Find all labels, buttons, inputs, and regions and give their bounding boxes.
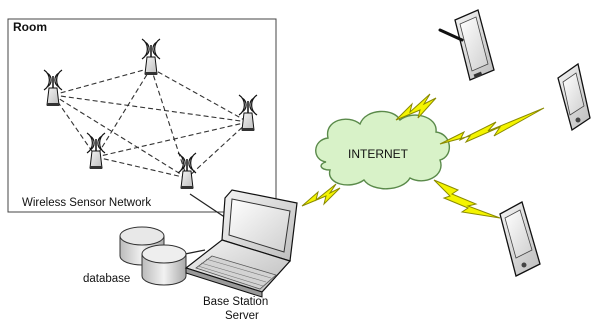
database-label: database — [83, 273, 130, 285]
network-label: Wireless Sensor Network — [22, 197, 151, 209]
cloud-icon — [315, 110, 450, 190]
pda-icon — [557, 62, 591, 132]
lightning-icon — [433, 179, 501, 219]
room-label: Room — [13, 20, 47, 34]
lightning-icon — [301, 183, 341, 207]
room-boundary — [7, 18, 277, 213]
tablet-icon — [438, 9, 495, 81]
server-label-line2: Server — [225, 310, 259, 322]
internet-label: INTERNET — [348, 147, 409, 161]
sensor-links — [52, 67, 249, 179]
lightning-icon — [395, 93, 437, 121]
server-label-line1: Base Station — [203, 296, 268, 308]
laptop-icon — [184, 189, 298, 298]
database-icon — [119, 226, 187, 286]
pda-icon — [499, 201, 541, 277]
lightning-icon — [439, 107, 545, 145]
